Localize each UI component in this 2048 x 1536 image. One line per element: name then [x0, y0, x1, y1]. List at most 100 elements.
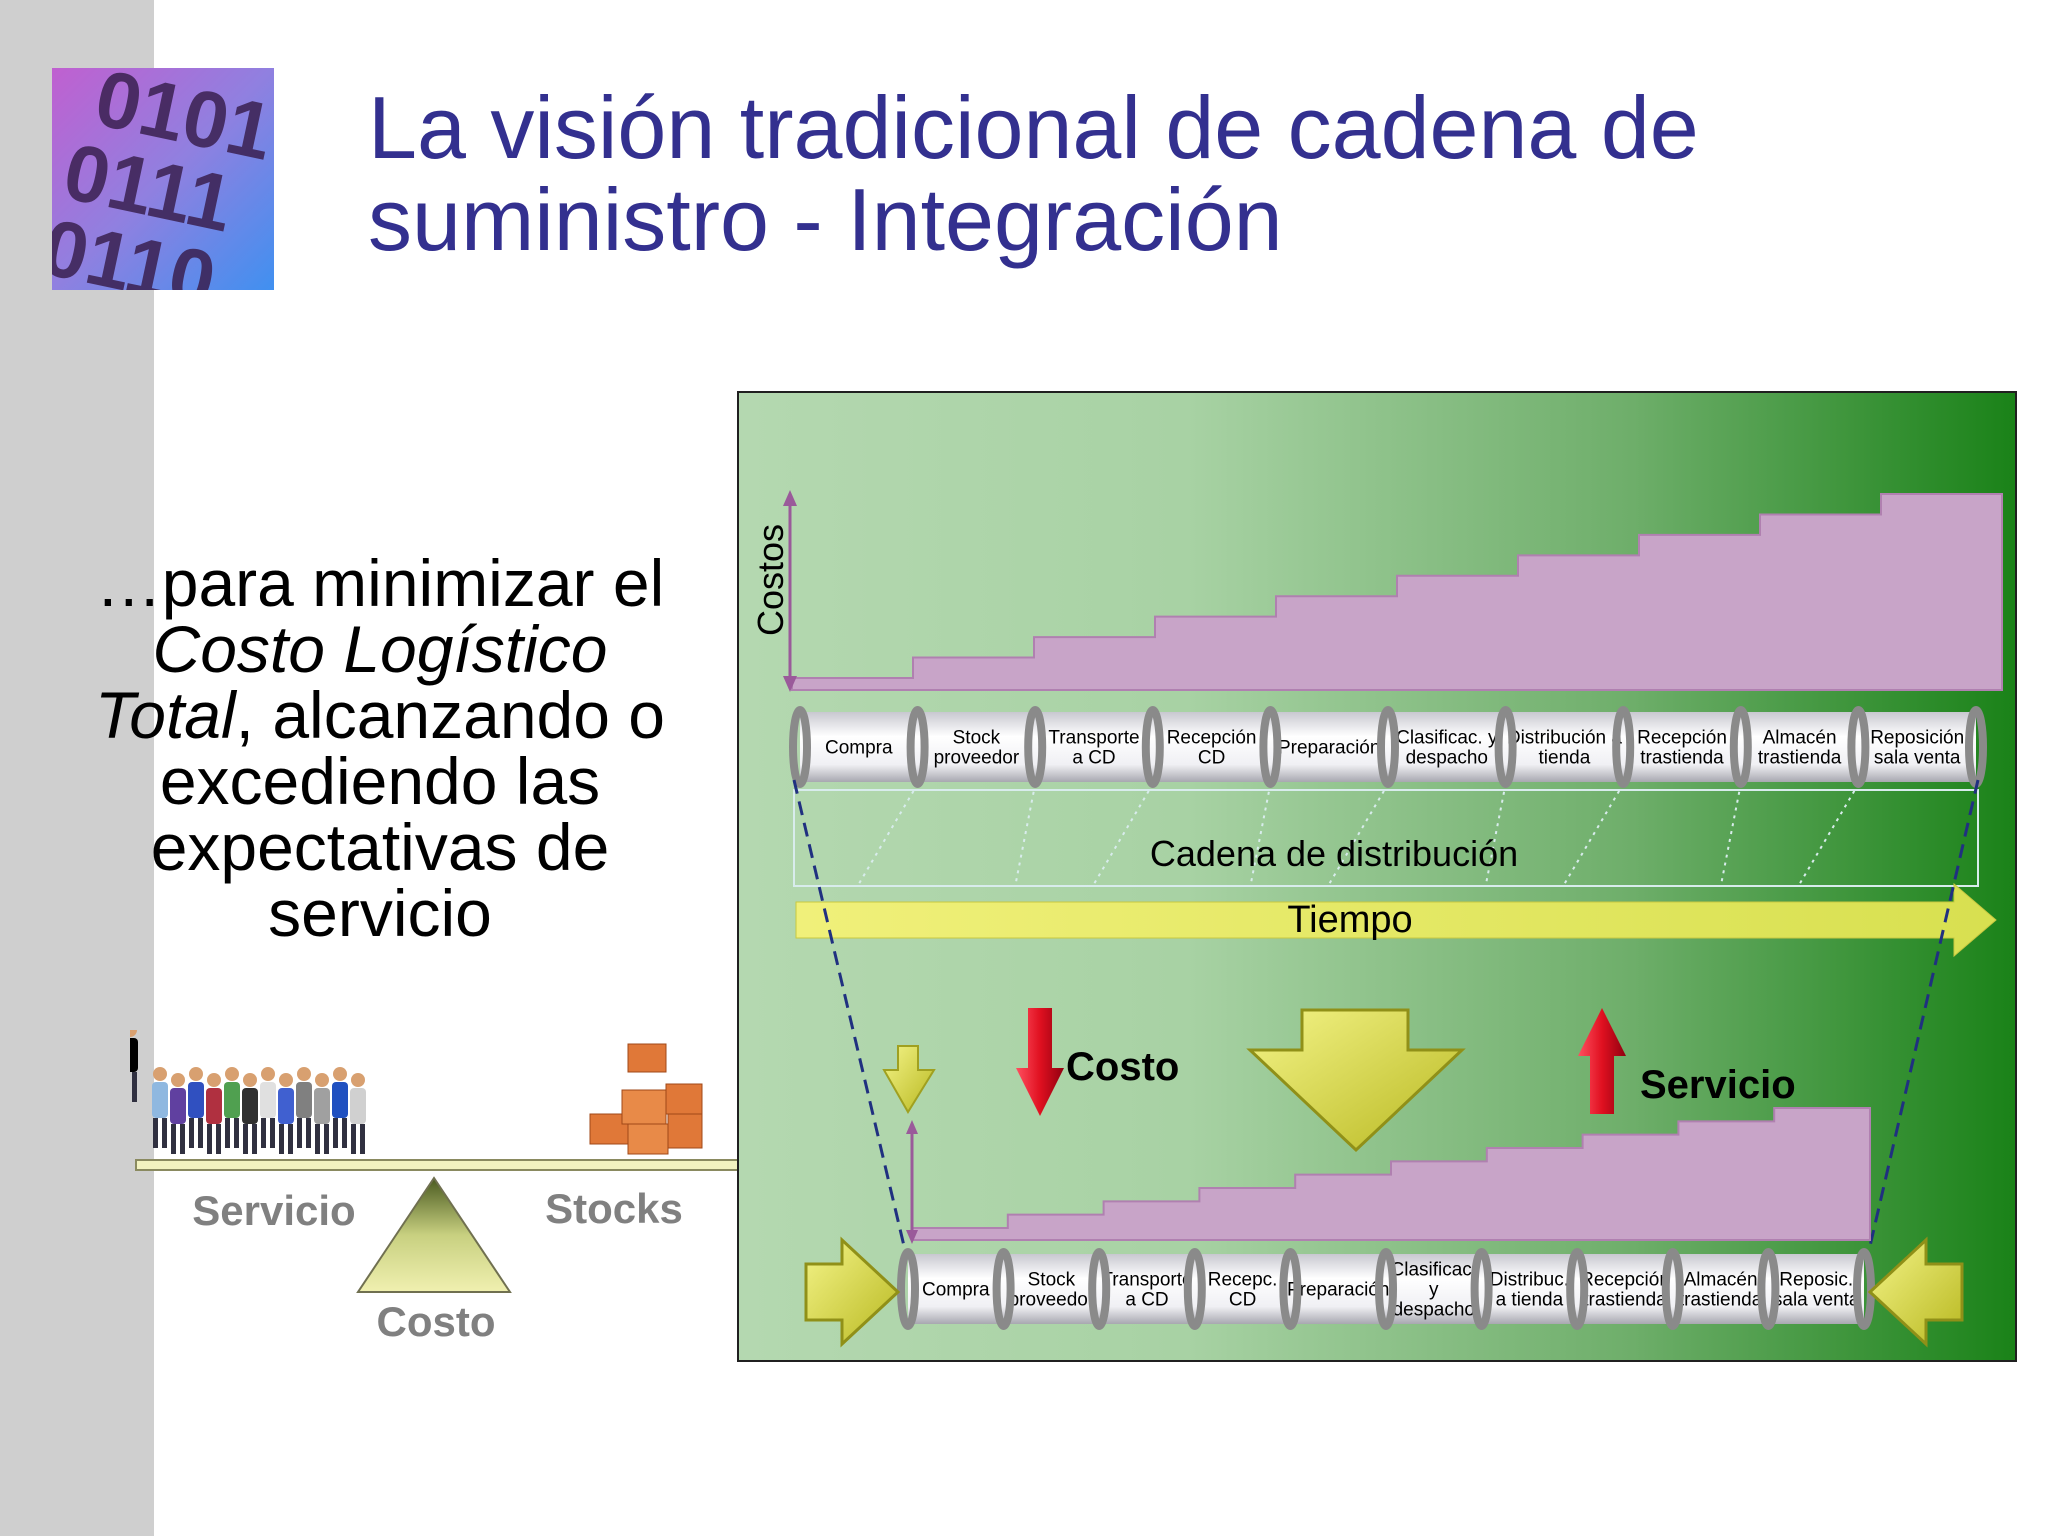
slide-title-line-1: La visión tradicional de cadena de [368, 78, 1699, 177]
costos-axis-label: Costos [750, 524, 791, 636]
bottom-axis-arrow-down [906, 1230, 918, 1244]
connector-line [1014, 783, 1037, 887]
stage-label: sala venta [1874, 748, 1961, 769]
connector-line [1484, 783, 1507, 887]
body-italic-costo: Costo Logístico [152, 612, 608, 686]
costos-axis-arrow-down [783, 676, 797, 692]
stage-label: CD [1229, 1290, 1256, 1311]
stage-label: Preparación [1278, 738, 1380, 759]
person-figure [242, 1073, 258, 1154]
squeeze-arrow-right-icon [1867, 1236, 1964, 1348]
stage-label: Compra [922, 1280, 990, 1301]
connector-line [1249, 783, 1272, 887]
balance-label-stocks: Stocks [545, 1185, 683, 1232]
pipe-ring [1612, 706, 1635, 788]
distribution-chain-label: Cadena de distribución [1150, 833, 1518, 874]
pipe-ring [1141, 706, 1164, 788]
stage-label: tienda [1539, 748, 1591, 769]
diagram-background [737, 391, 2017, 1362]
balance-fulcrum [356, 1176, 512, 1293]
balance-plank [135, 1159, 777, 1171]
pipe-ring [1661, 1248, 1684, 1330]
connector-line [856, 783, 919, 887]
body-line-6: servicio [268, 876, 492, 950]
person-figure [350, 1073, 366, 1154]
pipe-ring [897, 1248, 919, 1330]
stage-label: Almacén [1684, 1270, 1758, 1291]
stock-boxes-icon [589, 1043, 703, 1155]
person-figure [296, 1067, 312, 1148]
body-line-3: Total, alcanzando o [60, 682, 700, 748]
pipe-body [800, 712, 1976, 782]
stage-label: Distribuc. [1490, 1270, 1569, 1291]
pipe-ring [1729, 706, 1752, 788]
servicio-increase-label: Servicio [1640, 1063, 1796, 1107]
stage-label: Reposic. [1779, 1270, 1853, 1291]
stage-label: Compra [825, 738, 893, 759]
distribution-chain-box [793, 789, 1979, 887]
bottom-cost-staircase [911, 1107, 1871, 1241]
connector-line [1091, 783, 1154, 887]
small-down-arrow-icon [882, 1045, 936, 1114]
stage-label: despacho [1406, 748, 1488, 769]
person-figure [332, 1067, 348, 1148]
stage-label: Recepc. [1208, 1270, 1278, 1291]
stage-label: y [1429, 1280, 1439, 1301]
balance-label-costo: Costo [377, 1298, 496, 1345]
stage-label: proveedor [934, 748, 1020, 769]
pipe-ring [1494, 706, 1517, 788]
pipe-ring [1757, 1248, 1780, 1330]
stage-label: trastienda [1583, 1290, 1667, 1311]
chain-connector-lines [856, 783, 1860, 887]
stage-label: trastienda [1679, 1290, 1763, 1311]
pipe-ring [1853, 1248, 1875, 1330]
stage-label: Clasificac. y [1396, 728, 1498, 749]
time-label: Tiempo [1287, 899, 1412, 941]
stage-label: a tienda [1496, 1290, 1564, 1311]
stage-label: Recepción [1637, 728, 1727, 749]
pipe-ring [1279, 1248, 1302, 1330]
connector-line [1562, 783, 1625, 887]
stage-label: Preparación [1287, 1280, 1389, 1301]
body-italic-total: Total [95, 678, 236, 752]
body-line-3-rest: , alcanzando o [235, 678, 665, 752]
service-up-arrow-icon [1578, 1008, 1626, 1114]
person-figure [314, 1073, 330, 1154]
pipe-body [908, 1254, 1864, 1324]
stage-label: CD [1198, 748, 1225, 769]
person-figure [206, 1073, 222, 1154]
stage-label: Stock [953, 728, 1001, 749]
pipe-ring [1566, 1248, 1589, 1330]
pipe-ring [992, 1248, 1015, 1330]
costos-axis-arrow-up [783, 490, 797, 506]
stage-label: trastienda [1640, 748, 1724, 769]
body-line-1: …para minimizar el [95, 546, 665, 620]
funnel-line-right [1868, 779, 1980, 1247]
squeeze-arrow-left-icon [804, 1236, 901, 1348]
connector-line [1719, 783, 1742, 887]
cost-down-arrow-icon [1016, 1008, 1064, 1116]
person-figure [260, 1067, 276, 1148]
pipe-ring [1965, 706, 1987, 788]
stage-label: Transporte [1048, 728, 1139, 749]
body-statement: …para minimizar el Costo Logístico Total… [60, 550, 700, 946]
stage-label: a CD [1072, 748, 1115, 769]
stage-label: trastienda [1758, 748, 1842, 769]
stage-label: Distribución a [1507, 728, 1623, 749]
binary-digits-logo: 0101 0111 0110 [52, 68, 274, 290]
funnel-line-left [792, 779, 906, 1247]
pipe-ring [1183, 1248, 1206, 1330]
stage-label: Recepción [1580, 1270, 1670, 1291]
stage-label: proveedor [1009, 1290, 1095, 1311]
stage-label: Reposición [1870, 728, 1964, 749]
pipe-ring [1377, 706, 1399, 788]
pipe-ring [1024, 706, 1047, 788]
pipe-ring [906, 706, 929, 788]
bottom-axis-arrow-up [906, 1120, 918, 1134]
body-line-4: excediendo las [159, 744, 601, 818]
person-figure [224, 1067, 240, 1148]
stage-label: a CD [1125, 1290, 1168, 1311]
stage-label: Clasificac. [1391, 1260, 1478, 1281]
